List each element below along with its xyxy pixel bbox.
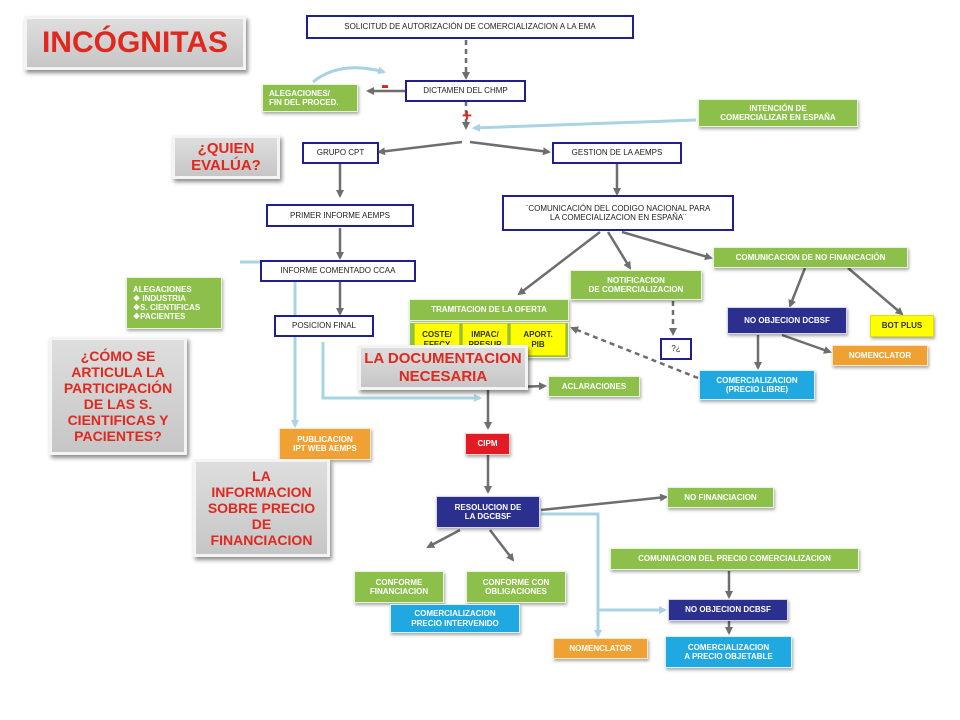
solicitud-box: SOLICITUD DE AUTORIZACIÓN DE COMERCIALIZ… [306,15,634,39]
alegaciones-fin-box: ALEGACIONES/ FIN DEL PROCED. [262,84,358,112]
arrow-nofin-botplus [847,267,904,316]
arrow-comunicacion-tramitacion [517,231,601,296]
pale-arrow-resolucion [541,512,602,638]
arrow-comunicacion-notificacion [606,231,632,270]
comuniacion-precio-box: COMUNIACION DEL PRECIO COMERCIALIZACION [610,548,859,570]
pale-arrow-alegaciones [312,66,386,84]
arrow-split-gestion [469,140,551,156]
comunicacion-no-fin-box: COMUNICACION DE NO FINANCACIÓN [713,247,908,268]
pale-arrow-publicacion [240,260,299,428]
no-objecion-box-2: NO OBJECION DCBSF [668,599,788,621]
arrow-comerc-tramitacion [570,326,699,380]
bot-plus-box: BOT PLUS [870,315,934,337]
nomenclator-box-2: NOMENCLATOR [553,638,648,659]
interrogacion-box: ?¿ [660,338,692,360]
arrow-split-grupo [377,140,463,156]
conforme-financiacion-box: CONFORME FINANCIACION [354,571,444,603]
alegaciones-list-box: ALEGACIONES ❖ INDUSTRIA ❖S. CIENTIFICAS … [126,277,222,329]
documentacion-callout: LA DOCUMENTACION NECESARIA [358,345,528,390]
informe-comentado-box: INFORME COMENTADO CCAA [260,260,416,282]
como-articula-callout: ¿CÓMO SE ARTICULA LA PARTICIPACIÓN DE LA… [49,337,187,455]
comercializacion-libre-box: COMERCIALIZACION (PRECIO LIBRE) [699,370,815,400]
arrow-resolucion-nofinanciacion [540,493,668,512]
plus-sign: + [462,106,472,125]
posicion-final-box: POSICION FINAL [274,315,374,337]
dictamen-box: DICTAMEN DEL CHMP [405,80,526,102]
comunicacion-codigo-box: ¨COMUNICACIÓN DEL CODIGO NACIONAL PARA L… [502,195,734,231]
page-title: INCÓGNITAS [24,16,246,70]
publicacion-box: PUBLICACION IPT WEB AEMPS [279,428,371,460]
conforme-obligaciones-box: CONFORME CON OBLIGACIONES [466,571,566,603]
no-financiacion-box: NO FINANCIACION [667,487,774,508]
nomenclator-box-1: NOMENCLATOR [832,345,928,366]
quien-evalua-callout: ¿QUIEN EVALÚA? [172,135,280,179]
primer-informe-box: PRIMER INFORME AEMPS [266,204,414,227]
aclaraciones-box: ACLARACIONES [548,376,640,397]
grupo-cpt-box: GRUPO CPT [302,142,379,164]
informacion-precio-callout: LA INFORMACION SOBRE PRECIO DE FINANCIAC… [193,459,330,557]
arrow-resolucion-right [489,529,515,562]
resolucion-box: RESOLUCION DE LA DGCBSF [436,496,540,528]
intencion-box: INTENCIÓN DE COMERCIALIZAR EN ESPAÑA [698,99,858,127]
arrow-comunicacion-nofin [621,230,713,261]
pale-arrow-intencion [472,118,697,132]
minus-sign: - [381,72,389,99]
cipm-box: CIPM [465,433,510,455]
tramitacion-box: TRAMITACION DE LA OFERTA [409,299,569,321]
pale-arrow-documentacion [321,342,482,402]
comercializacion-intervenido-box: COMERCIALIZACION PRECIO INTERVENIDO [390,604,520,633]
comercializacion-objetable-box: COMERCIALIZACION A PRECIO OBJETABLE [665,636,792,668]
arrow-noobjecion-nomenclator [781,333,832,354]
notificacion-box: NOTIFICACION DE COMERCIALIZACION [570,270,702,300]
gestion-box: GESTION DE LA AEMPS [552,142,682,164]
no-objecion-box-1: NO OBJECION DCBSF [727,307,847,334]
arrow-resolucion-left [426,528,461,549]
arrow-nofin-noobjecion [788,267,807,308]
